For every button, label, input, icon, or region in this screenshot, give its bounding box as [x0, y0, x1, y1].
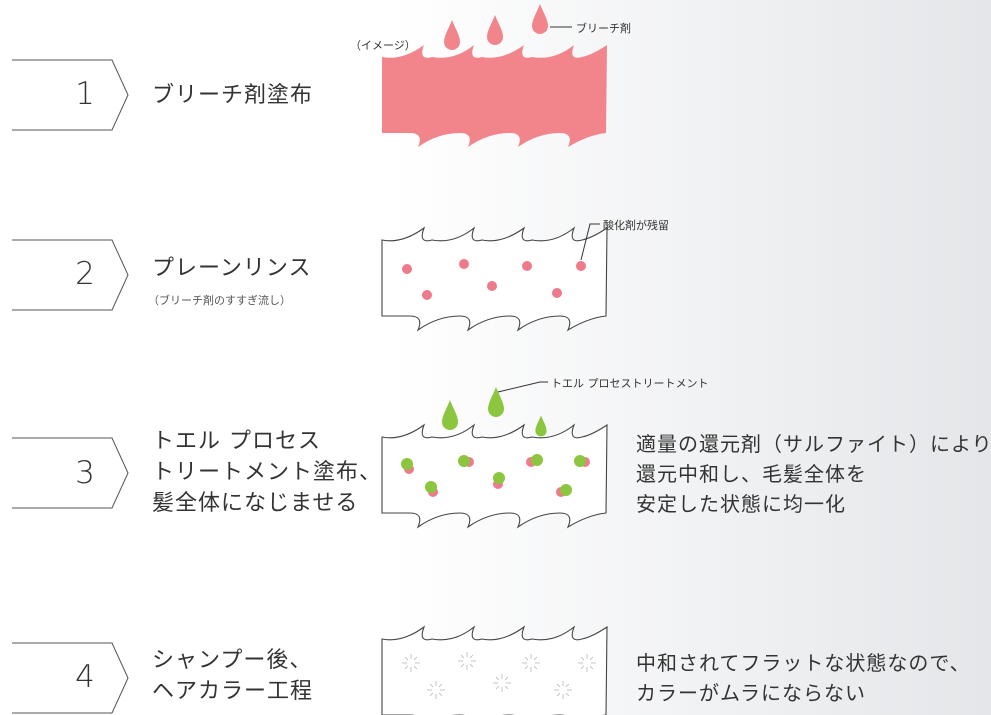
bleach-drops — [444, 4, 548, 50]
step3-title-line: トリートメント塗布、 — [152, 460, 383, 485]
treatment-leader-line — [497, 381, 548, 393]
step3-number: 3 — [75, 455, 95, 491]
oxidizer-dot — [422, 290, 432, 300]
oxidizer-dot — [576, 261, 586, 271]
step4-description-line: カラーがムラにならない — [636, 681, 866, 705]
treatment-drops — [442, 387, 547, 437]
image-note: （イメージ） — [350, 39, 416, 52]
oxidizer-dot — [522, 261, 532, 271]
hair-neutralized — [381, 626, 608, 715]
oxidizer-dot — [487, 281, 497, 291]
oxidizer-leader-line — [580, 223, 600, 261]
oxidizer-dots — [402, 259, 586, 300]
step2-title: プレーンリンス — [152, 256, 312, 281]
oxidizer-dot — [552, 288, 562, 298]
step1-number: 1 — [75, 76, 95, 112]
bleach-label: ブリーチ剤 — [576, 22, 631, 35]
treatment-drop — [442, 400, 458, 430]
step2-subtitle: （ブリーチ剤のすすぎ流し） — [148, 294, 291, 307]
hair-rinsed — [381, 227, 608, 331]
bleach-drop — [487, 15, 503, 45]
bleach-drop — [532, 4, 548, 34]
step4-number: 4 — [75, 659, 95, 695]
oxidizer-dot — [402, 264, 412, 274]
step3-title-line: 髪全体になじませる — [152, 491, 359, 516]
step3-description-line: 還元中和し、毛髪全体を — [636, 462, 867, 486]
step3-description-line: 適量の還元剤（サルファイト）により — [636, 432, 991, 456]
step3-title: トエル プロセス トリートメント塗布、 髪全体になじませる — [152, 426, 382, 519]
step4-arrow — [12, 642, 129, 714]
step3-description: 適量の還元剤（サルファイト）により 還元中和し、毛髪全体を 安定した状態に均一化 — [636, 429, 991, 519]
step3-title-line: トエル プロセス — [152, 429, 321, 454]
oxidizer-dot — [459, 259, 469, 269]
hair-bleached — [382, 45, 607, 147]
step1-title: ブリーチ剤塗布 — [152, 83, 314, 108]
step4-title-line: シャンプー後、 — [152, 648, 313, 673]
step3-arrow — [12, 437, 129, 509]
step1-arrow — [12, 59, 129, 131]
step3-description-line: 安定した状態に均一化 — [636, 492, 846, 516]
step4-title: シャンプー後、 ヘアカラー工程 — [152, 645, 313, 707]
step4-description-line: 中和されてフラットな状態なので、 — [636, 651, 971, 675]
treatment-label: トエル プロセストリートメント — [551, 377, 709, 390]
oxidizer-label: 酸化剤が残留 — [603, 219, 669, 232]
step4-description: 中和されてフラットな状態なので、 カラーがムラにならない — [636, 648, 971, 708]
bleach-drop — [444, 20, 460, 50]
neutralized-dots — [401, 454, 590, 497]
step2-number: 2 — [75, 256, 95, 292]
step4-title-line: ヘアカラー工程 — [152, 679, 314, 704]
step2-arrow — [12, 239, 129, 311]
treatment-drop — [535, 415, 547, 437]
